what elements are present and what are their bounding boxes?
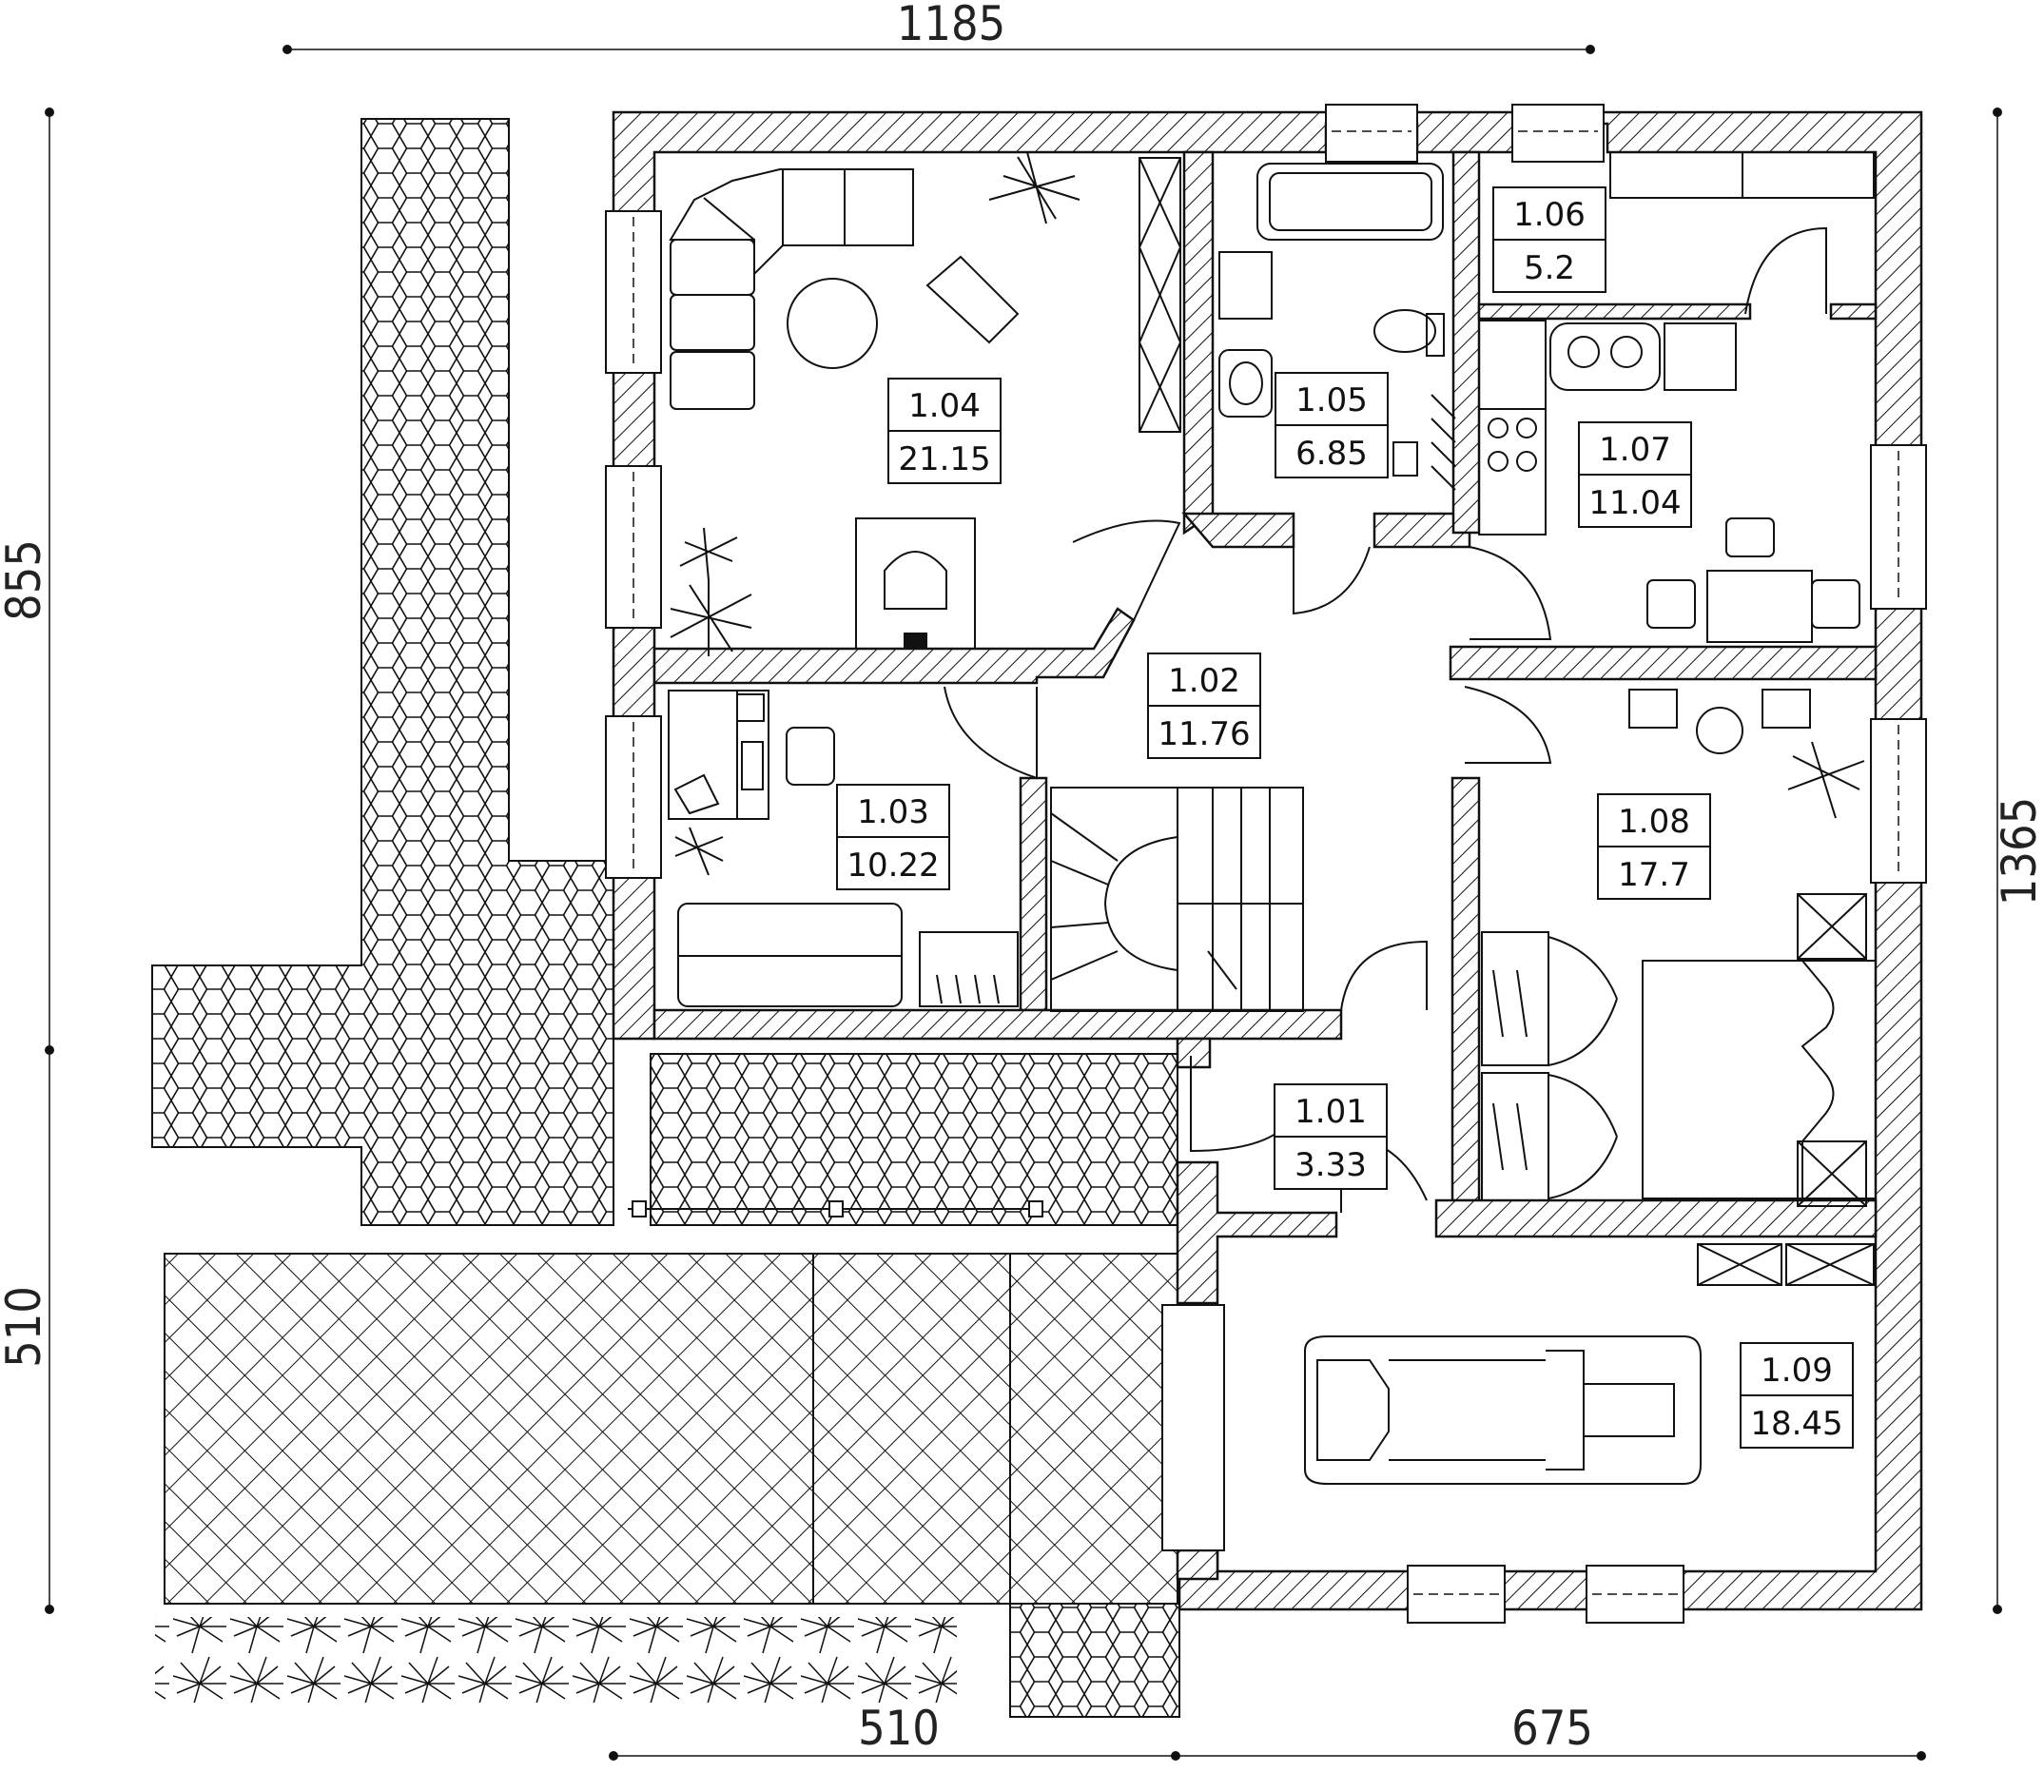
room-number: 1.09 xyxy=(1761,1352,1833,1390)
room-label-1-02: 1.02 11.76 xyxy=(1147,653,1261,759)
lawn-strip xyxy=(155,1617,957,1703)
room-area: 18.45 xyxy=(1750,1405,1842,1443)
room-area: 5.2 xyxy=(1524,249,1575,287)
office-furniture xyxy=(668,690,1019,1007)
paving-terrace xyxy=(151,118,614,1226)
windows xyxy=(605,104,1927,1624)
bedroom-furniture xyxy=(1481,689,1877,1207)
room-number: 1.07 xyxy=(1599,431,1671,469)
room-area: 6.85 xyxy=(1295,435,1368,473)
room-area: 11.76 xyxy=(1158,715,1250,753)
dimension-right: 1365 xyxy=(1992,107,2044,1614)
room-label-1-04: 1.04 21.15 xyxy=(887,378,1002,484)
room-area: 11.04 xyxy=(1588,484,1681,522)
dimension-top: 1185 xyxy=(282,0,1595,54)
room-number: 1.06 xyxy=(1513,196,1586,234)
room-label-1-09: 1.09 18.45 xyxy=(1740,1342,1854,1449)
dimension-left-lower-label: 510 xyxy=(0,1286,51,1368)
driveway xyxy=(164,1253,1178,1605)
dimension-top-label: 1185 xyxy=(897,0,1005,51)
room-area: 17.7 xyxy=(1618,856,1690,894)
kitchen-furniture xyxy=(1478,151,1875,643)
dimension-left: 855 510 xyxy=(0,107,54,1614)
staircase xyxy=(1050,787,1304,1012)
room-label-1-07: 1.07 11.04 xyxy=(1578,421,1692,528)
room-label-1-06: 1.06 5.2 xyxy=(1492,186,1606,293)
garage-furniture xyxy=(1697,1243,1875,1286)
paving-entrance xyxy=(628,1053,1178,1226)
room-number: 1.08 xyxy=(1618,803,1690,841)
room-number: 1.03 xyxy=(857,793,929,831)
dimension-bottom: 510 675 xyxy=(609,1701,1926,1761)
car-icon xyxy=(1304,1335,1702,1485)
dimension-left-upper-label: 855 xyxy=(0,539,51,621)
room-area: 10.22 xyxy=(847,847,939,885)
room-label-1-05: 1.05 6.85 xyxy=(1275,372,1389,478)
room-label-1-03: 1.03 10.22 xyxy=(836,784,950,890)
room-number: 1.02 xyxy=(1168,662,1240,700)
room-label-1-08: 1.08 17.7 xyxy=(1597,793,1711,900)
room-number: 1.04 xyxy=(908,387,981,425)
room-number: 1.01 xyxy=(1295,1093,1367,1131)
dimension-bottom-right-label: 675 xyxy=(1511,1701,1593,1756)
room-area: 3.33 xyxy=(1295,1146,1367,1184)
bathroom-fixtures xyxy=(1218,163,1456,491)
dimension-bottom-left-label: 510 xyxy=(858,1701,940,1756)
living-room-furniture xyxy=(669,151,1181,656)
room-area: 21.15 xyxy=(898,440,990,478)
room-number: 1.05 xyxy=(1295,381,1368,419)
room-label-1-01: 1.01 3.33 xyxy=(1274,1083,1388,1190)
dimension-right-label: 1365 xyxy=(1992,797,2044,906)
